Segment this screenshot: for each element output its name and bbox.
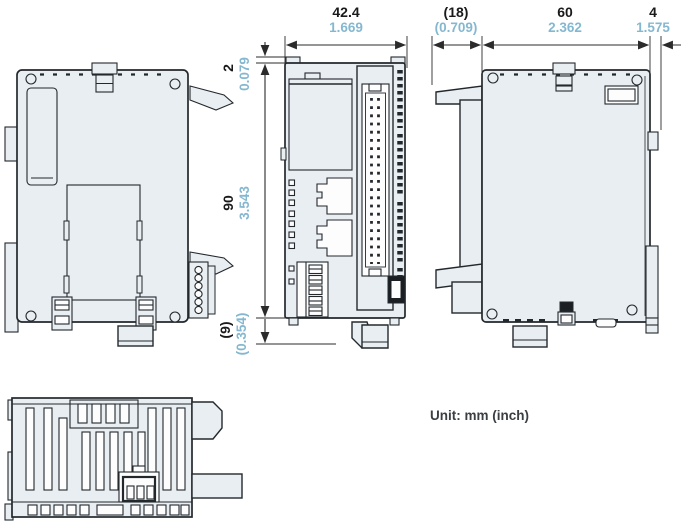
- dim-top2-mm: 2: [220, 64, 236, 72]
- dim-depth4-mm: 4: [649, 4, 657, 20]
- dim-top2-inch: 0.079: [237, 57, 252, 91]
- din-clip-lower-left: [4, 242, 19, 333]
- expansion-housing-foot: [451, 281, 483, 314]
- dim-height-inch: 3.543: [237, 186, 252, 220]
- vent-slots: [25, 399, 186, 491]
- label-plate: [604, 85, 639, 105]
- unit-note: Unit: mm (inch): [430, 408, 529, 423]
- bottom-clip-tab: [557, 301, 576, 326]
- expansion-housing-bar: [459, 99, 483, 286]
- power-connector: [118, 465, 160, 503]
- left-side-view: [4, 62, 235, 347]
- dim-bottom9-inch: (0.354): [234, 313, 249, 356]
- din-clip-upper-left: [4, 126, 19, 162]
- dim-depth60-mm: 60: [557, 4, 573, 20]
- bottom-view: [4, 397, 243, 521]
- bottom-foot: [512, 325, 548, 348]
- bottom-foot: [117, 325, 154, 347]
- corner-screws: [486, 72, 643, 320]
- top-clip-tab: [552, 62, 576, 75]
- din-rail-clip: [645, 131, 659, 334]
- top-clip-tab: [91, 62, 118, 75]
- power-terminal-block: [296, 261, 329, 318]
- usb-port: [387, 275, 406, 304]
- right-side-view: [435, 62, 659, 348]
- front-view: [280, 56, 406, 349]
- terminal-strip-side: [188, 261, 216, 319]
- io-expansion-connector: [356, 65, 394, 311]
- bottom-latch-left: [51, 296, 73, 331]
- module-body: [481, 69, 651, 323]
- battery-door: [26, 87, 58, 186]
- bottom-latch-right: [135, 296, 157, 331]
- corner-screws: [25, 73, 181, 323]
- dimension-lines: [256, 36, 681, 345]
- dim-bottom9-mm: (9): [217, 321, 233, 338]
- serial-port-lower: [316, 219, 353, 257]
- bottom-terminal-row: [27, 504, 190, 516]
- bottom-cable-connector: [361, 324, 389, 349]
- led-column: [288, 179, 296, 285]
- dimension-labels: 42.4 1.669 (18) (0.709) 60 2.362 4 1.575…: [217, 4, 670, 355]
- dim-depth60-inch: 2.362: [548, 20, 582, 35]
- expansion-latch-upper: [189, 85, 235, 111]
- dim-height-mm: 90: [220, 195, 236, 211]
- serial-port-upper: [316, 177, 353, 215]
- side-hook: [191, 401, 223, 440]
- dim-depth4-inch: 1.575: [636, 20, 670, 35]
- display-panel: [288, 78, 353, 171]
- dim-width-mm: 42.4: [332, 4, 359, 20]
- dim-depth18-mm: (18): [444, 4, 469, 20]
- side-extension-bar: [191, 473, 243, 499]
- dim-depth18-inch: (0.709): [435, 20, 478, 35]
- access-door: [66, 184, 141, 301]
- dim-width-inch: 1.669: [329, 20, 363, 35]
